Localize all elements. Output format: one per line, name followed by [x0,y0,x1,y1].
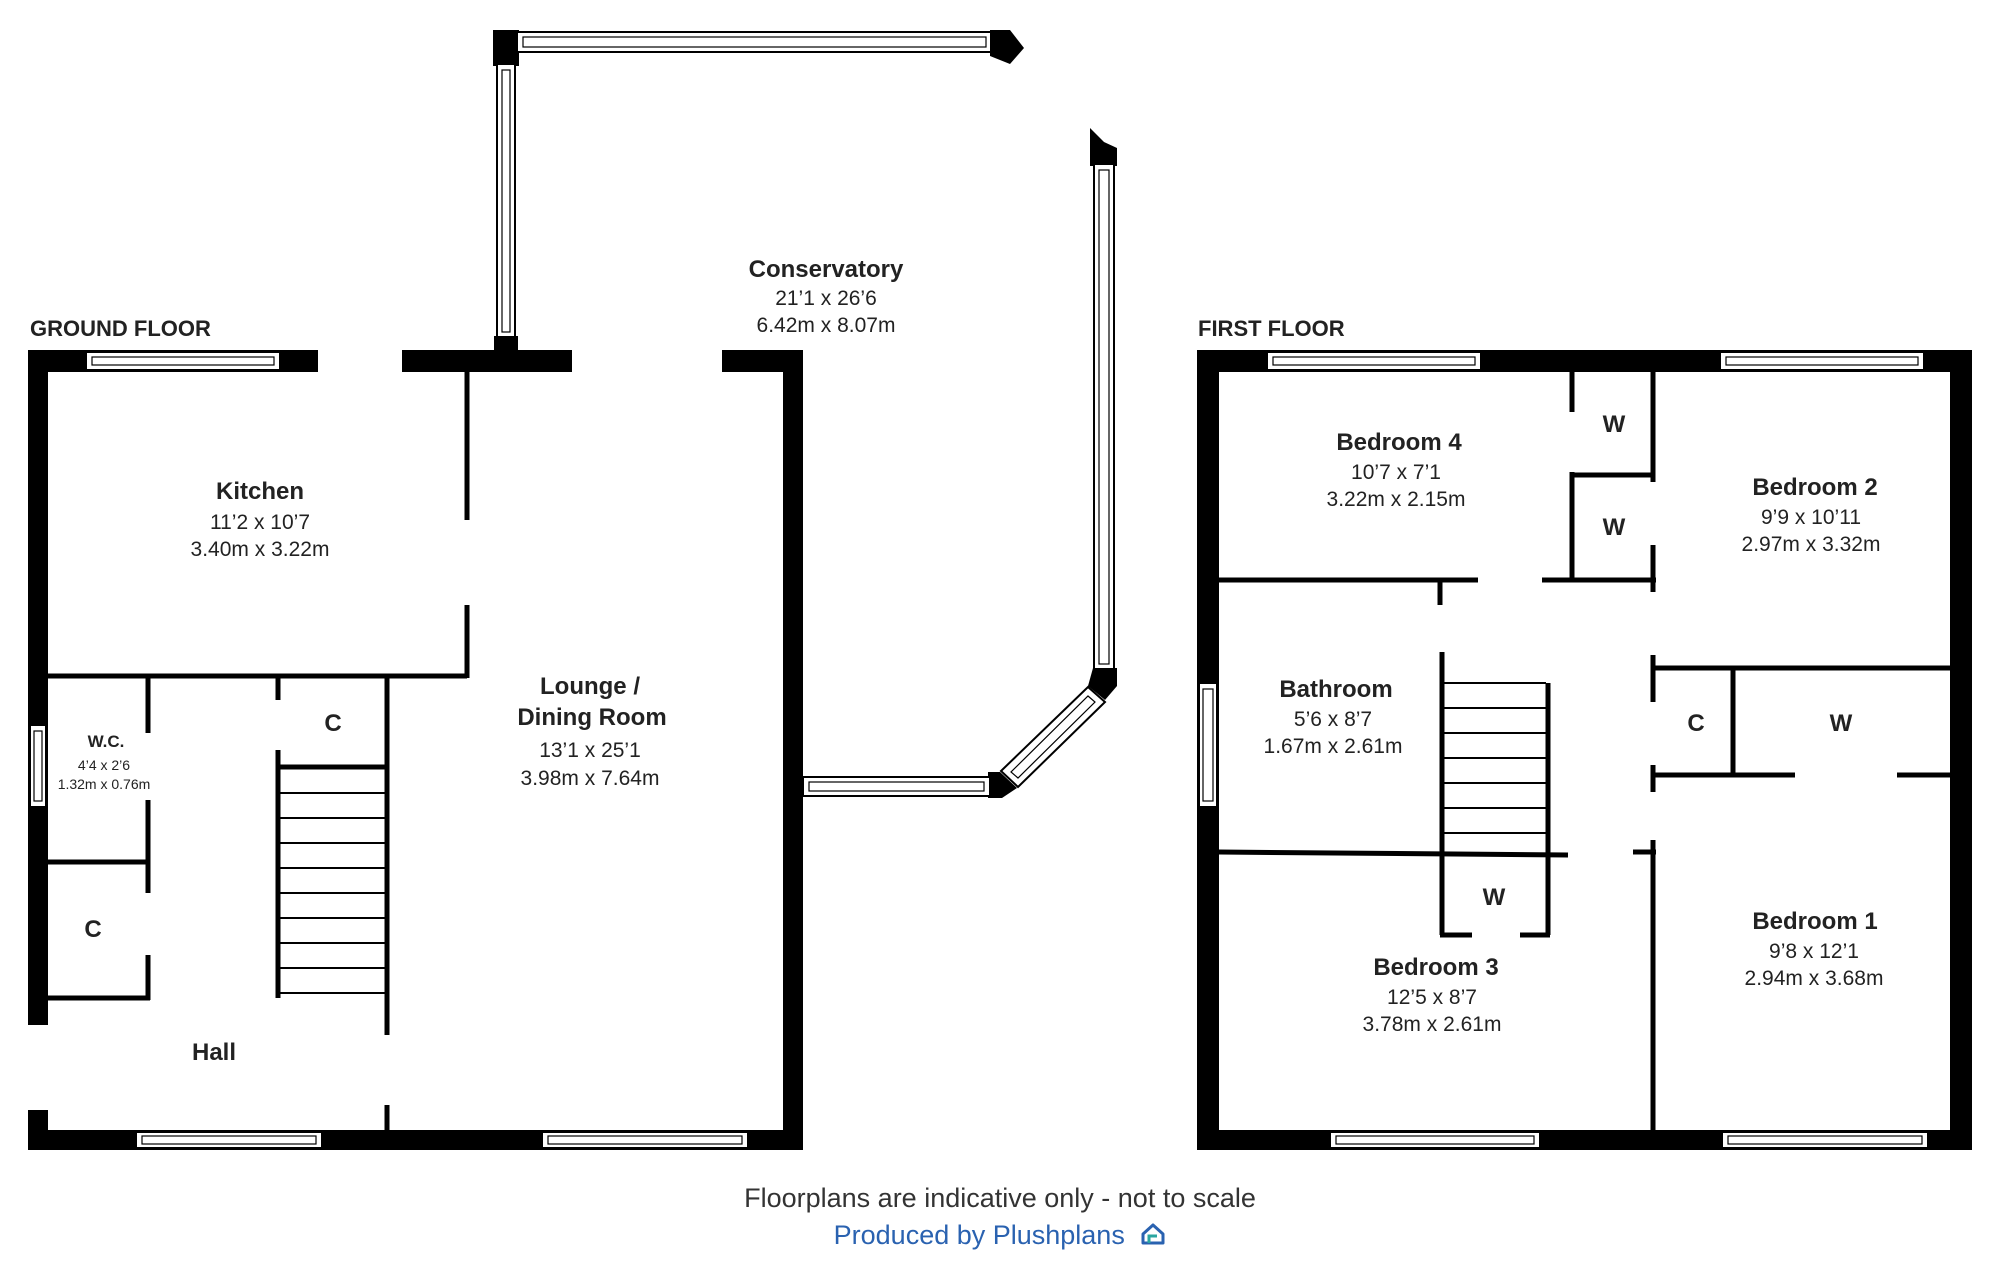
room-name: Bedroom 3 [1373,954,1498,981]
first-floor-staircase [1444,682,1546,834]
room-size-metric: 1.67m x 2.61m [1264,735,1403,758]
room-kitchen: Kitchen 11’2 x 10’7 3.40m x 3.22m [191,478,330,561]
ground-floor-staircase [280,792,385,994]
first-floor-interior-walls [1218,372,1950,1130]
first-floor-label: FIRST FLOOR [1198,316,1345,341]
wardrobe-label: W [1603,514,1626,541]
wardrobe-label: W [1603,411,1626,438]
room-size-metric: 2.94m x 3.68m [1745,967,1884,990]
produced-by[interactable]: Produced by Plushplans [0,1220,2000,1253]
room-size-imperial: 21’1 x 26’6 [775,287,877,310]
produced-by-text[interactable]: Produced by Plushplans [833,1220,1125,1250]
room-hall: Hall [192,1039,236,1066]
room-size-metric: 3.78m x 2.61m [1363,1013,1502,1036]
room-bathroom: Bathroom 5’6 x 8’7 1.67m x 2.61m [1264,676,1403,758]
room-bedroom-1: Bedroom 1 9’8 x 12’1 2.94m x 3.68m [1745,908,1884,990]
room-bedroom-3: Bedroom 3 12’5 x 8’7 3.78m x 2.61m [1363,954,1502,1036]
room-size-imperial: 12’5 x 8’7 [1387,986,1477,1009]
ground-floor: GROUND FLOOR [28,30,1117,1150]
room-wc: W.C. 4’4 x 2’6 1.32m x 0.76m [58,732,151,792]
first-floor: FIRST FLOOR [1197,316,1972,1150]
room-name: Dining Room [517,704,666,731]
wardrobe-label: W [1483,884,1506,911]
room-size-metric: 3.22m x 2.15m [1327,488,1466,511]
room-name: Bedroom 1 [1752,908,1877,935]
room-name: Lounge / [540,673,640,700]
room-size-metric: 3.40m x 3.22m [191,538,330,561]
room-size-imperial: 11’2 x 10’7 [210,511,310,534]
room-size-metric: 6.42m x 8.07m [757,314,896,337]
room-size-imperial: 5’6 x 8’7 [1294,708,1372,731]
room-size-imperial: 9’8 x 12’1 [1769,940,1859,963]
ground-floor-label: GROUND FLOOR [30,316,211,341]
room-bedroom-4: Bedroom 4 10’7 x 7’1 3.22m x 2.15m [1327,429,1466,511]
room-bedroom-2: Bedroom 2 9’9 x 10’11 2.97m x 3.32m [1742,474,1881,556]
ground-floor-windows [29,351,749,1149]
room-name: Hall [192,1039,236,1066]
cupboard-label: C [324,710,341,737]
wardrobe-label: W [1830,710,1853,737]
room-size-imperial: 10’7 x 7’1 [1351,461,1441,484]
room-size-imperial: 4’4 x 2’6 [78,757,130,773]
room-name: W.C. [88,732,125,751]
room-size-imperial: 9’9 x 10’11 [1761,506,1861,529]
room-name: Bedroom 4 [1336,429,1462,456]
plushplans-logo-icon [1140,1222,1166,1253]
room-conservatory: Conservatory 21’1 x 26’6 6.42m x 8.07m [749,256,904,337]
room-size-metric: 1.32m x 0.76m [58,776,151,792]
cupboard-label: C [1687,710,1704,737]
room-name: Bathroom [1279,676,1392,703]
room-size-imperial: 13’1 x 25’1 [539,739,641,762]
ground-floor-interior-walls [48,372,470,1130]
room-name: Kitchen [216,478,304,505]
room-size-metric: 3.98m x 7.64m [521,767,660,790]
ground-floor-outer-walls [28,350,803,1150]
first-floor-windows [1198,351,1929,1149]
room-size-metric: 2.97m x 3.32m [1742,533,1881,556]
room-name: Bedroom 2 [1752,474,1877,501]
room-name: Conservatory [749,256,904,283]
conservatory-frame [493,30,1117,798]
cupboard-label: C [84,916,101,943]
disclaimer-text: Floorplans are indicative only - not to … [744,1183,1256,1213]
room-lounge-dining: Lounge / Dining Room 13’1 x 25’1 3.98m x… [517,673,666,790]
